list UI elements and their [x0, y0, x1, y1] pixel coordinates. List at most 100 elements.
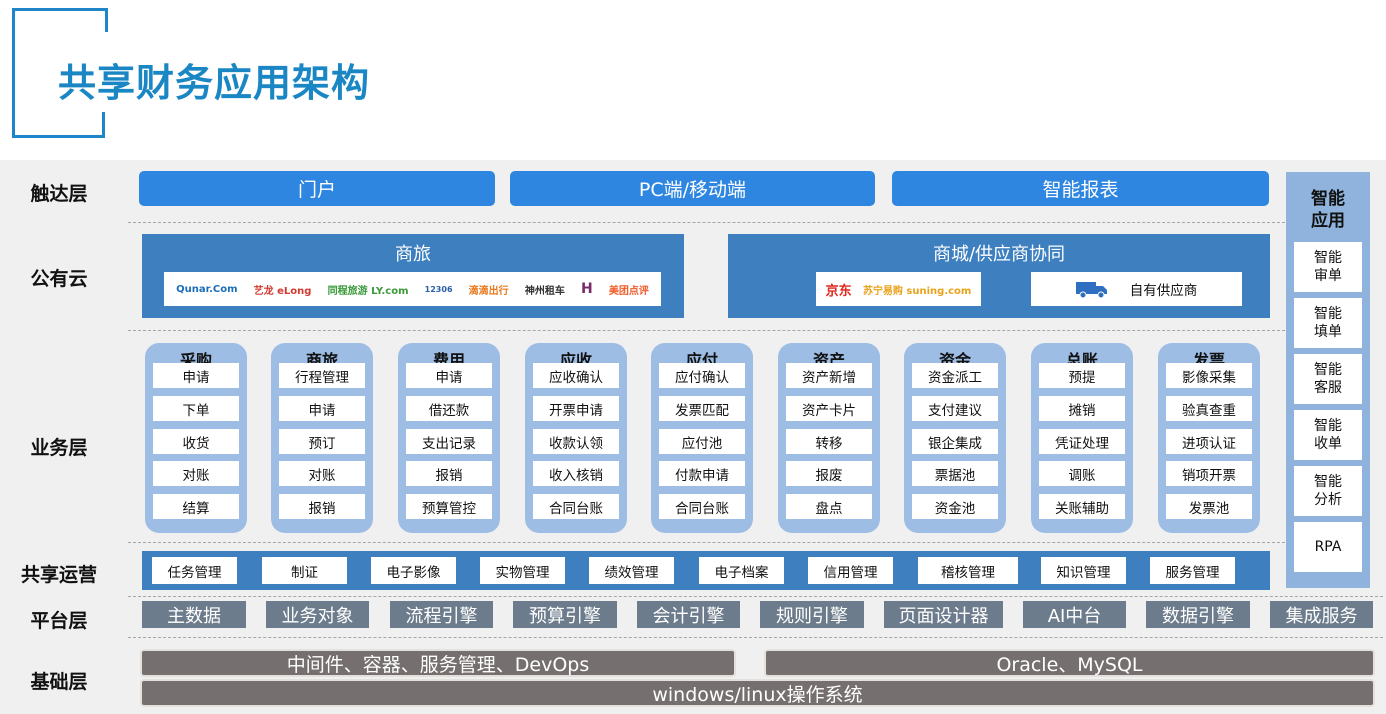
hworld-logo: H [580, 281, 593, 297]
jd-logo: 京东 [825, 283, 852, 299]
platform-item: 会计引擎 [637, 601, 740, 628]
platform-item: 页面设计器 [884, 601, 1003, 628]
platform-item: 业务对象 [266, 601, 369, 628]
business-item: 对账 [279, 461, 365, 486]
business-item: 开票申请 [533, 396, 619, 421]
business-item: 申请 [406, 363, 492, 388]
business-item: 摊销 [1039, 396, 1125, 421]
title-frame-corner [12, 112, 105, 138]
platform-item: 预算引擎 [513, 601, 617, 628]
business-column: 资金资金派工支付建议银企集成票据池资金池 [904, 343, 1006, 533]
smart-apps-title-line1: 智能 [1311, 189, 1345, 209]
ops-item: 任务管理 [152, 557, 237, 584]
cloud-travel-panel: 商旅 Qunar.Com 艺龙 eLong 同程旅游 LY.com 12306 … [142, 234, 684, 318]
business-item: 预订 [279, 429, 365, 454]
business-item: 合同台账 [533, 494, 619, 519]
business-item: 应付池 [659, 429, 745, 454]
qunar-logo: Qunar.Com [176, 283, 238, 295]
business-item: 支出记录 [406, 429, 492, 454]
business-column: 资产资产新增资产卡片转移报废盘点 [778, 343, 880, 533]
own-supplier-label: 自有供应商 [1129, 283, 1198, 299]
ops-item: 绩效管理 [589, 557, 674, 584]
touch-portal: 门户 [139, 171, 495, 206]
business-item: 预算管控 [406, 494, 492, 519]
base-database: Oracle、MySQL [764, 649, 1375, 677]
smart-app-item: 智能审单 [1294, 242, 1362, 292]
business-item: 发票池 [1166, 494, 1252, 519]
business-item: 行程管理 [279, 363, 365, 388]
business-item: 资金派工 [912, 363, 998, 388]
business-item: 结算 [153, 494, 239, 519]
platform-item: 主数据 [142, 601, 246, 628]
shenzhou-logo: 神州租车 [524, 285, 565, 297]
smart-app-item: RPA [1294, 522, 1362, 572]
business-item: 销项开票 [1166, 461, 1252, 486]
smart-apps-title-line2: 应用 [1311, 211, 1345, 231]
business-item: 应付确认 [659, 363, 745, 388]
business-column: 采购申请下单收货对账结算 [145, 343, 247, 533]
ops-item: 服务管理 [1150, 557, 1235, 584]
ops-item: 电子影像 [371, 557, 456, 584]
business-item: 收款认领 [533, 429, 619, 454]
cloud-mall-panel: 商城/供应商协同 京东 苏宁易购 suning.com 自有供应商 [728, 234, 1270, 318]
business-item: 验真查重 [1166, 396, 1252, 421]
base-middleware: 中间件、容器、服务管理、DevOps [140, 649, 736, 677]
business-item: 关账辅助 [1039, 494, 1125, 519]
didi-logo: 滴滴出行 [468, 285, 509, 297]
layer-label-touch: 触达层 [30, 183, 88, 205]
business-item: 转移 [786, 429, 872, 454]
business-column: 应付应付确认发票匹配应付池付款申请合同台账 [651, 343, 753, 533]
business-item: 资产新增 [786, 363, 872, 388]
business-item: 影像采集 [1166, 363, 1252, 388]
meituan-dianping-logo: 美团点评 [608, 285, 649, 297]
smart-app-item: 智能客服 [1294, 354, 1362, 404]
business-item: 应收确认 [533, 363, 619, 388]
smart-app-item: 智能填单 [1294, 298, 1362, 348]
business-item: 付款申请 [659, 461, 745, 486]
own-supplier-box: 自有供应商 [1031, 272, 1242, 306]
business-item: 对账 [153, 461, 239, 486]
business-column: 应收应收确认开票申请收款认领收入核销合同台账 [525, 343, 627, 533]
separator [128, 330, 1285, 331]
base-os: windows/linux操作系统 [140, 679, 1375, 707]
platform-item: 集成服务 [1270, 601, 1373, 628]
business-item: 进项认证 [1166, 429, 1252, 454]
smart-apps-title: 智能 应用 [1286, 188, 1370, 232]
platform-item: 流程引擎 [390, 601, 493, 628]
ops-item: 知识管理 [1041, 557, 1126, 584]
business-column: 总账预提摊销凭证处理调账关账辅助 [1031, 343, 1133, 533]
layer-label-cloud: 公有云 [30, 268, 88, 290]
touch-smart-report: 智能报表 [892, 171, 1269, 206]
ops-item: 制证 [262, 557, 347, 584]
ops-item: 实物管理 [480, 557, 565, 584]
ops-item: 信用管理 [808, 557, 893, 584]
ly-logo: 同程旅游 LY.com [327, 285, 409, 297]
business-item: 收货 [153, 429, 239, 454]
suning-logo: 苏宁易购 suning.com [862, 285, 972, 297]
separator [128, 542, 1285, 543]
business-item: 盘点 [786, 494, 872, 519]
business-item: 凭证处理 [1039, 429, 1125, 454]
business-item: 下单 [153, 396, 239, 421]
mall-logo-strip: 京东 苏宁易购 suning.com [816, 272, 981, 306]
travel-logo-strip: Qunar.Com 艺龙 eLong 同程旅游 LY.com 12306 滴滴出… [164, 272, 661, 306]
ops-item: 稽核管理 [918, 557, 1018, 584]
ops-item: 电子档案 [699, 557, 784, 584]
separator [128, 637, 1383, 638]
business-column: 商旅行程管理申请预订对账报销 [271, 343, 373, 533]
smart-app-item: 智能分析 [1294, 466, 1362, 516]
business-item: 银企集成 [912, 429, 998, 454]
touch-pc-mobile: PC端/移动端 [510, 171, 875, 206]
business-item: 报销 [406, 461, 492, 486]
business-item: 预提 [1039, 363, 1125, 388]
platform-item: 数据引擎 [1146, 601, 1250, 628]
business-item: 申请 [153, 363, 239, 388]
business-item: 资产卡片 [786, 396, 872, 421]
business-item: 票据池 [912, 461, 998, 486]
layer-label-base: 基础层 [30, 671, 88, 693]
business-item: 调账 [1039, 461, 1125, 486]
business-item: 资金池 [912, 494, 998, 519]
layer-label-business: 业务层 [30, 437, 88, 459]
platform-item: 规则引擎 [760, 601, 864, 628]
